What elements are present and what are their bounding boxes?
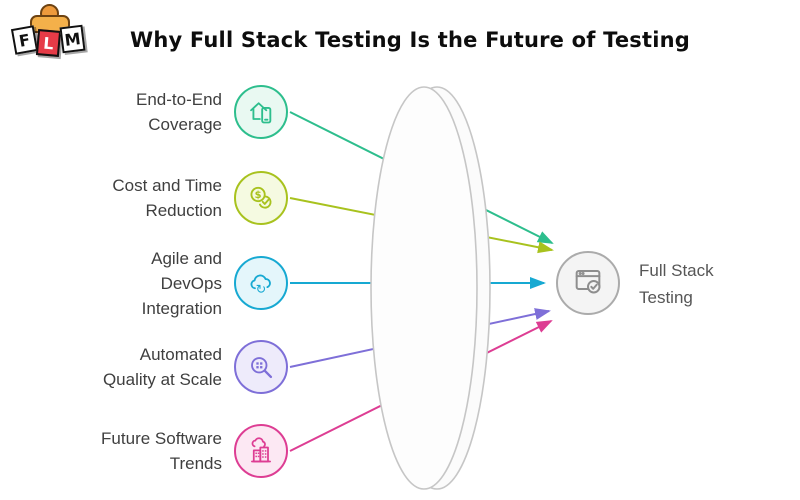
page-title: Why Full Stack Testing Is the Future of … <box>129 28 691 52</box>
item-label-end-to-end-coverage: End-to-End Coverage <box>136 90 222 134</box>
logo-letter-f: F <box>10 25 39 55</box>
item-label-automated-quality-scale: Automated Quality at Scale <box>102 345 222 389</box>
item-label-agile-devops-integration: Agile and DevOps Integration <box>141 248 222 318</box>
funnel-ellipse-front <box>370 86 478 490</box>
city-cloud-icon <box>234 424 288 478</box>
logo-letter-l: L <box>35 29 62 57</box>
full-stack-testing-node <box>556 251 620 315</box>
svg-text:$: $ <box>255 190 262 201</box>
logo-letter-m: M <box>59 24 86 54</box>
house-mobile-icon <box>234 85 288 139</box>
item-label-future-software-trends: Future Software Trends <box>101 429 222 473</box>
item-label-cost-time-reduction: Cost and Time Reduction <box>112 176 222 220</box>
cloud-sync-icon: ↻ <box>234 256 288 310</box>
dollar-check-icon: $ <box>234 171 288 225</box>
svg-text:↻: ↻ <box>256 283 267 298</box>
full-stack-testing-label: Full Stack Testing <box>639 261 714 307</box>
site-logo: F L M <box>8 4 92 66</box>
browser-check-icon <box>572 265 604 302</box>
search-grid-icon <box>234 340 288 394</box>
